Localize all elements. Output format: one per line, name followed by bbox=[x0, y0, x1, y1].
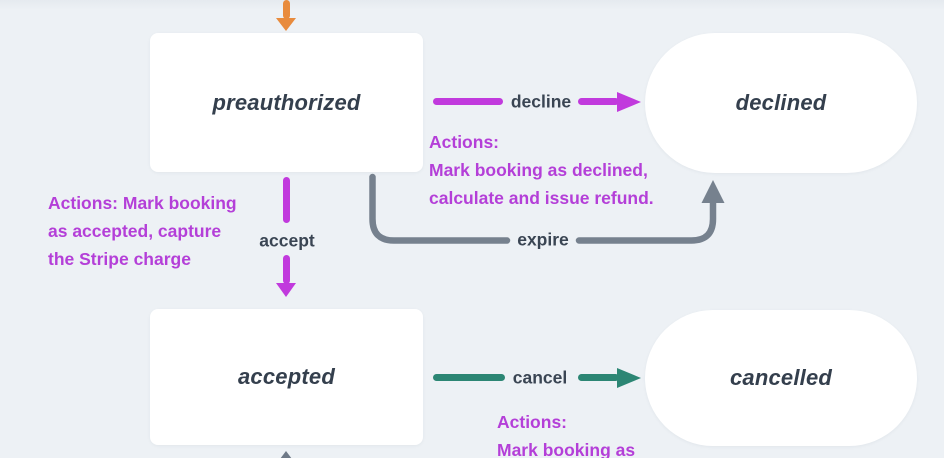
state-node-accepted: accepted bbox=[150, 309, 423, 445]
annotation-line: Mark booking as declined, bbox=[429, 160, 648, 180]
annotation-line: Mark booking as bbox=[497, 440, 636, 458]
state-label-declined: declined bbox=[735, 90, 827, 115]
accept-arrow-stem bbox=[283, 177, 290, 223]
decline-arrow-right-icon bbox=[617, 91, 641, 112]
cancel-arrow-right-icon bbox=[617, 367, 641, 388]
state-label-cancelled: cancelled bbox=[729, 365, 833, 390]
state-label-accepted: accepted bbox=[238, 364, 335, 389]
cancel-actions-annotation: Actions: Mark booking as bbox=[497, 408, 635, 458]
annotation-line: as accepted, capture bbox=[48, 221, 222, 241]
incoming-arrow-stem bbox=[283, 0, 290, 19]
state-label-preauthorized: preauthorized bbox=[212, 89, 361, 115]
state-node-preauthorized: preauthorized bbox=[150, 33, 423, 172]
cancel-arrow-stem bbox=[578, 374, 619, 381]
state-node-declined: declined bbox=[645, 33, 917, 173]
annotation-line: Actions: bbox=[429, 132, 499, 152]
state-node-cancelled: cancelled bbox=[645, 310, 917, 446]
decline-edge-label: decline bbox=[510, 91, 572, 112]
incoming-arrow-down-icon bbox=[276, 18, 296, 31]
decline-arrow-stem bbox=[433, 98, 503, 105]
decline-arrow-stem bbox=[578, 98, 619, 105]
annotation-line: calculate and issue refund. bbox=[429, 188, 654, 208]
accept-edge-label: accept bbox=[259, 230, 315, 251]
accept-arrow-down-icon bbox=[276, 283, 296, 297]
annotation-line: Actions: Mark booking bbox=[48, 193, 237, 213]
expire-arrow-up-icon bbox=[701, 180, 725, 203]
top-edge-shade bbox=[0, 0, 944, 10]
decline-actions-annotation: Actions: Mark booking as declined, calcu… bbox=[429, 128, 654, 212]
expire-edge-label: expire bbox=[517, 229, 569, 250]
annotation-line: Actions: bbox=[497, 412, 567, 432]
cancel-arrow-stem bbox=[433, 374, 505, 381]
incoming-bottom-arrow-up-icon bbox=[277, 451, 295, 458]
accept-actions-annotation: Actions: Mark booking as accepted, captu… bbox=[48, 189, 237, 273]
accept-arrow-stem bbox=[283, 255, 290, 284]
annotation-line: the Stripe charge bbox=[48, 249, 191, 269]
cancel-edge-label: cancel bbox=[512, 367, 568, 388]
